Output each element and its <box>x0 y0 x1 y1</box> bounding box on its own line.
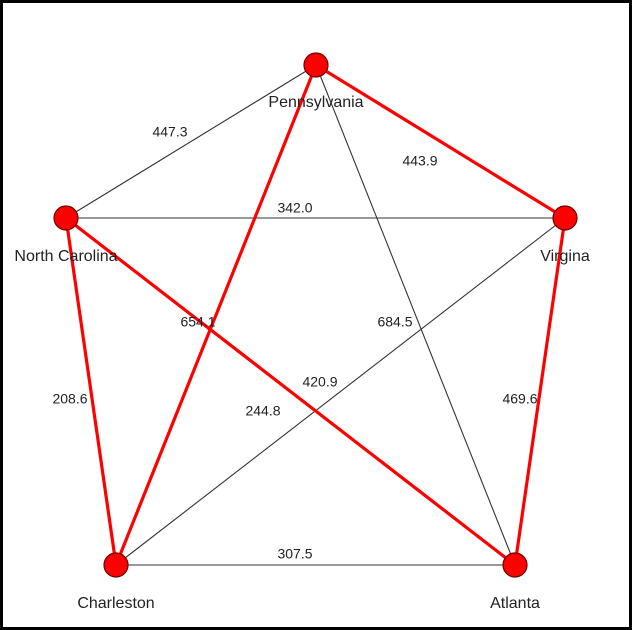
edge-weight-label: 684.5 <box>377 314 412 330</box>
node-pennsylvania[interactable] <box>303 52 329 78</box>
node-label-atlanta: Atlanta <box>490 595 540 612</box>
edge-weight-label: 244.8 <box>245 403 280 419</box>
edge-pennsylvania-charleston <box>114 63 318 567</box>
network-graph: 447.3 443.9 654.1 684.5 342.0 208.6 244.8 420.9… <box>14 52 590 612</box>
edge-pennsylvania-atlanta <box>315 64 516 566</box>
edge-weight-label: 208.6 <box>52 391 87 407</box>
edge-pennsylvania-virgina <box>314 63 567 220</box>
edge-weight-label: 443.9 <box>402 153 437 169</box>
node-charleston[interactable] <box>103 552 129 578</box>
node-label-pennsylvania: Pennsylvania <box>268 94 363 111</box>
edge-weight-label: 469.6 <box>502 391 537 407</box>
edge-weight-label: 420.9 <box>302 374 337 390</box>
edge-labels-layer: 447.3 443.9 654.1 684.5 342.0 208.6 244.8 420.9… <box>52 124 537 562</box>
edge-weight-label: 307.5 <box>277 546 312 562</box>
node-label-north_carolina: North Carolina <box>14 248 117 265</box>
node-virgina[interactable] <box>552 205 578 231</box>
edge-weight-label: 654.1 <box>180 314 215 330</box>
edges-layer <box>64 63 567 567</box>
edge-pennsylvania-north_carolina <box>65 64 317 219</box>
nodes-layer <box>53 52 578 578</box>
edge-north_carolina-charleston <box>64 216 118 567</box>
edge-weight-label: 447.3 <box>152 124 187 140</box>
node-north_carolina[interactable] <box>53 205 79 231</box>
edge-virgina-charleston <box>115 217 566 566</box>
edge-north_carolina-atlanta <box>64 216 517 567</box>
edge-weight-label: 342.0 <box>277 200 312 216</box>
node-label-charleston: Charleston <box>77 595 154 612</box>
node-atlanta[interactable] <box>502 552 528 578</box>
edge-virgina-atlanta <box>513 216 567 567</box>
node-label-virgina: Virgina <box>540 248 590 265</box>
